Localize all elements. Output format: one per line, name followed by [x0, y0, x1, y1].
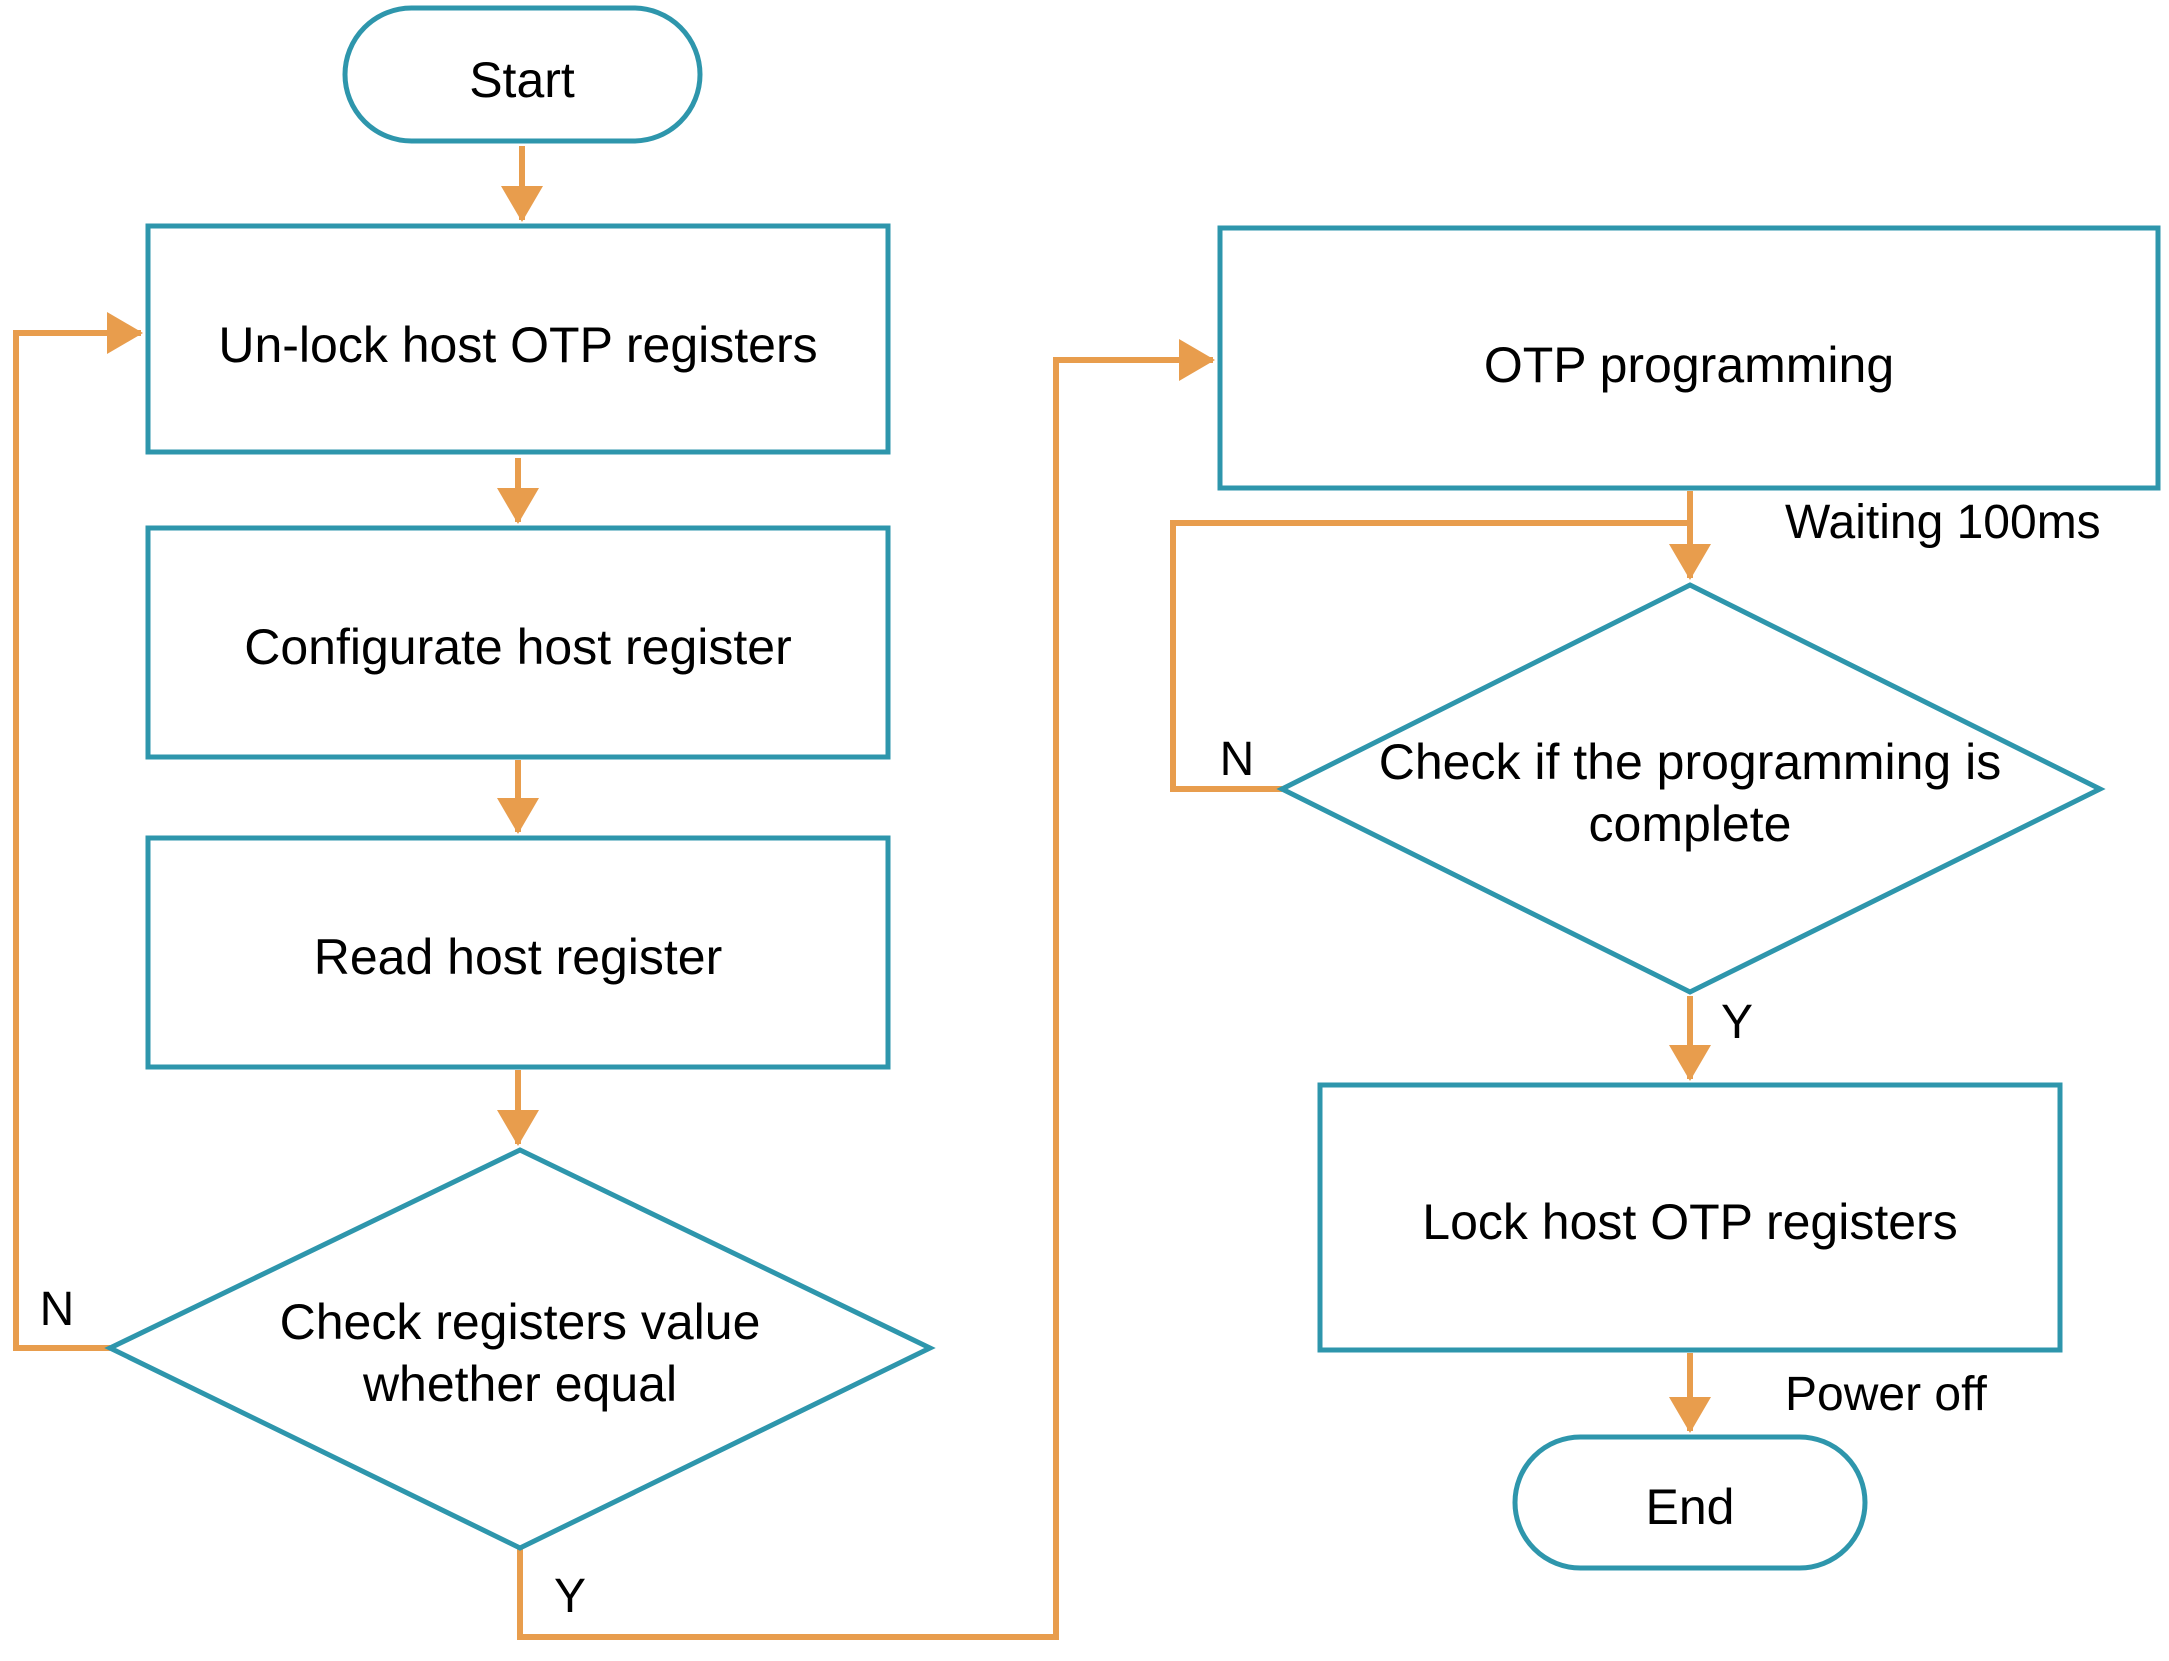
- check-complete-label-line1: Check if the programming is: [1379, 734, 2001, 790]
- check-complete-no-label: N: [1220, 733, 1255, 786]
- configurate-shape: [145, 525, 891, 760]
- end-node: End: [1512, 1434, 1868, 1571]
- check-complete-shape: [1276, 582, 2106, 995]
- edge-check-equal-yes-to-otp: [517, 339, 1215, 1640]
- unlock-node: Un-lock host OTP registers: [145, 223, 891, 455]
- start-label: Start: [469, 52, 575, 108]
- check-equal-no-label: N: [40, 1283, 75, 1336]
- power-off-label: Power off: [1785, 1368, 1988, 1421]
- lock-shape: [1317, 1082, 2063, 1353]
- lock-label: Lock host OTP registers: [1422, 1194, 1957, 1250]
- start-shape: [342, 5, 703, 144]
- end-shape: [1512, 1434, 1868, 1571]
- edge-check-equal-no-loop: [13, 312, 143, 1351]
- check-complete-decision: Check if the programming is complete: [1276, 582, 2106, 995]
- otp-programming-node: OTP programming: [1217, 225, 2161, 491]
- otp-programming-shape: [1217, 225, 2161, 491]
- end-label: End: [1646, 1479, 1735, 1535]
- read-node: Read host register: [145, 835, 891, 1070]
- waiting-label: Waiting 100ms: [1785, 496, 2101, 549]
- unlock-shape: [145, 223, 891, 455]
- edge-check-complete-no-loop: [1170, 520, 1687, 792]
- edges: [13, 146, 1711, 1640]
- configurate-node: Configurate host register: [145, 525, 891, 760]
- configurate-label: Configurate host register: [244, 619, 792, 675]
- edge-labels: N Y N Y Waiting 100ms Power off: [40, 496, 2101, 1623]
- check-complete-label-line2: complete: [1589, 796, 1792, 852]
- read-shape: [145, 835, 891, 1070]
- nodes: Start Un-lock host OTP registers Configu…: [40, 5, 2161, 1623]
- unlock-label: Un-lock host OTP registers: [218, 317, 817, 373]
- check-equal-yes-label: Y: [554, 1570, 586, 1623]
- lock-node: Lock host OTP registers: [1317, 1082, 2063, 1353]
- start-node: Start: [342, 5, 703, 144]
- check-equal-label-line1: Check registers value: [280, 1294, 761, 1350]
- otp-programming-label: OTP programming: [1484, 337, 1894, 393]
- check-complete-yes-label: Y: [1721, 996, 1753, 1049]
- read-label: Read host register: [314, 929, 723, 985]
- check-equal-label-line2: whether equal: [362, 1356, 677, 1412]
- check-equal-decision: Check registers value whether equal: [104, 1147, 936, 1551]
- check-equal-shape: [104, 1147, 936, 1551]
